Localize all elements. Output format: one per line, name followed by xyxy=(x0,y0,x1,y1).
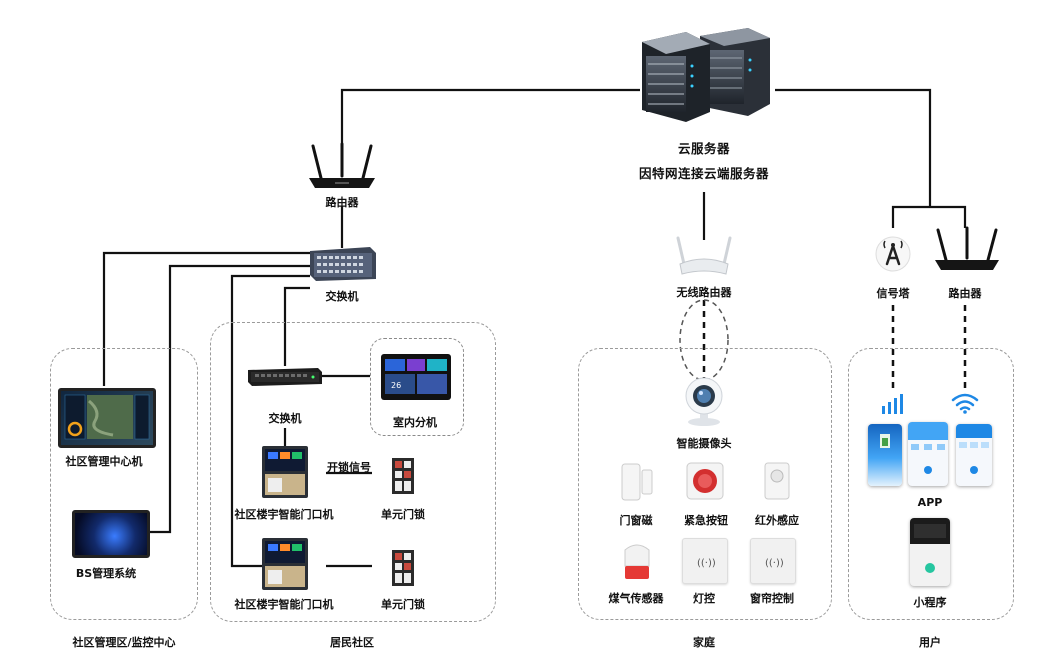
svg-text:((·)): ((·)) xyxy=(697,558,716,569)
indoor-unit-label: 室内分机 xyxy=(393,416,437,429)
bs-system-monitor xyxy=(72,510,150,558)
zone-label-residential: 居民社区 xyxy=(330,636,374,649)
core-switch-icon xyxy=(310,247,376,281)
smart-camera-label: 智能摄像头 xyxy=(676,437,732,450)
door-station-2-label: 社区楼宇智能门口机 xyxy=(234,598,334,611)
cloud-server-title: 云服务器 xyxy=(677,141,731,156)
infrared-sensor-label: 红外感应 xyxy=(755,514,799,527)
top-router-label: 路由器 xyxy=(325,196,359,209)
door-sensor-label: 门窗磁 xyxy=(619,514,653,527)
wire-user-split xyxy=(891,205,967,228)
wire-switch-bs xyxy=(150,264,310,534)
user-router-icon xyxy=(935,226,999,270)
wire-cloud-user xyxy=(775,88,932,207)
zone-label-user: 用户 xyxy=(919,636,941,649)
app-label: APP xyxy=(917,496,943,509)
door-sensor-icon xyxy=(621,463,653,501)
signal-tower-label: 信号塔 xyxy=(876,287,910,300)
server-rack-icon xyxy=(642,28,770,122)
router-icon xyxy=(309,142,375,188)
sub-switch-label: 交换机 xyxy=(268,412,302,425)
gas-sensor-label: 煤气传感器 xyxy=(608,592,664,605)
door-station-1 xyxy=(262,446,308,498)
wire-cloud-router xyxy=(340,88,640,148)
cloud-server-subtitle: 因特网连接云端服务器 xyxy=(638,166,770,181)
unit-lock-1 xyxy=(392,458,414,494)
indoor-unit-frame xyxy=(370,338,464,436)
zone-home xyxy=(578,348,832,620)
wireless-router-icon xyxy=(676,236,732,275)
door-station-1-label: 社区楼宇智能门口机 xyxy=(234,508,334,521)
door-station-2 xyxy=(262,538,308,590)
infrared-sensor-icon xyxy=(764,462,790,500)
wireless-link-ellipse xyxy=(679,299,729,381)
app-screen-2 xyxy=(908,422,948,486)
unit-lock-2 xyxy=(392,550,414,586)
mgmt-center-monitor xyxy=(58,388,156,448)
signal-bars-icon xyxy=(882,394,903,414)
zone-user xyxy=(848,348,1014,620)
sub-switch-icon xyxy=(248,368,322,386)
indoor-unit-panel: 26 xyxy=(381,354,451,400)
svg-text:((·)): ((·)) xyxy=(765,558,784,569)
wifi-icon xyxy=(951,393,979,414)
mgmt-center-label: 社区管理中心机 xyxy=(65,455,143,468)
svg-text:26: 26 xyxy=(391,381,401,390)
unlock-signal-label: 开锁信号 xyxy=(327,461,371,474)
mini-program-label: 小程序 xyxy=(913,596,947,609)
curtain-control-panel: ((·)) xyxy=(750,538,796,584)
curtain-control-label: 窗帘控制 xyxy=(750,592,794,605)
wireless-router-label: 无线路由器 xyxy=(676,286,732,299)
wire-switch-subswitch xyxy=(283,286,310,366)
core-switch-label: 交换机 xyxy=(325,290,359,303)
gas-sensor-icon xyxy=(624,544,650,579)
signal-tower-icon xyxy=(875,236,911,272)
webcam-icon xyxy=(685,377,723,426)
unit-lock-2-label: 单元门锁 xyxy=(381,598,425,611)
bs-system-label: BS管理系统 xyxy=(75,567,137,580)
wire-switch-door2 xyxy=(230,274,310,568)
mini-program-screen xyxy=(910,518,950,586)
user-router-label: 路由器 xyxy=(948,287,982,300)
emergency-button-icon xyxy=(686,462,724,500)
app-screen-3 xyxy=(956,424,992,486)
light-control-label: 灯控 xyxy=(693,592,715,605)
wire-switch-mgmt-pc xyxy=(102,251,310,386)
light-control-panel: ((·)) xyxy=(682,538,728,584)
app-screen-1 xyxy=(868,424,902,486)
zone-management xyxy=(50,348,198,620)
unit-lock-1-label: 单元门锁 xyxy=(381,508,425,521)
zone-residential xyxy=(210,322,496,622)
emergency-button-label: 紧急按钮 xyxy=(684,514,728,527)
zone-label-home: 家庭 xyxy=(693,636,715,649)
zone-label-management: 社区管理区/监控中心 xyxy=(72,636,176,649)
